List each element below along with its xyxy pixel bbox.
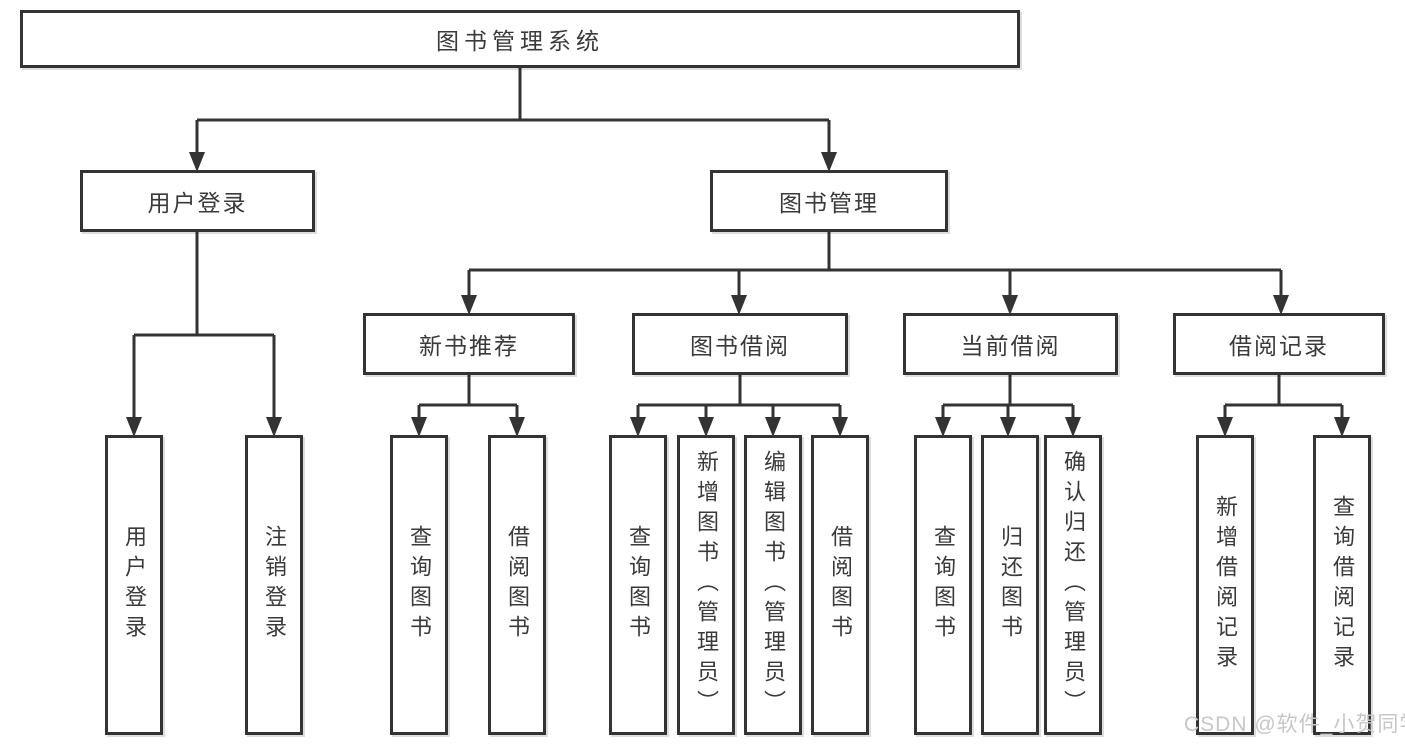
arrow-icon — [509, 417, 525, 437]
arrow-icon — [1000, 417, 1016, 437]
leaf-edit-books-admin: 编辑图书（管理员） — [744, 435, 802, 735]
leaf-return-books: 归还图书 — [981, 435, 1039, 735]
leaf-label: 查询图书 — [931, 525, 956, 645]
leaf-query-books-borrow: 查询图书 — [609, 435, 667, 735]
arrow-icon — [731, 295, 747, 315]
arrow-icon — [1065, 417, 1081, 437]
arrow-icon — [698, 417, 714, 437]
leaf-logout: 注销登录 — [245, 435, 303, 735]
leaf-label: 确认归还（管理员） — [1061, 450, 1086, 720]
node-user-login: 用户登录 — [80, 170, 315, 232]
leaf-label: 归还图书 — [998, 525, 1023, 645]
arrowheads — [126, 152, 1350, 437]
arrow-icon — [630, 417, 646, 437]
leaf-borrow-books: 借阅图书 — [811, 435, 869, 735]
arrow-icon — [189, 152, 205, 172]
leaf-query-books-current: 查询图书 — [914, 435, 972, 735]
leaf-borrow-books-recommend: 借阅图书 — [488, 435, 546, 735]
leaf-confirm-return-admin: 确认归还（管理员） — [1044, 435, 1102, 735]
arrow-icon — [765, 417, 781, 437]
leaf-label: 查询借阅记录 — [1330, 495, 1355, 675]
leaf-label: 注销登录 — [262, 525, 287, 645]
tree-edges — [132, 68, 1344, 419]
node-book-borrowing: 图书借阅 — [632, 313, 848, 375]
arrow-icon — [832, 417, 848, 437]
arrow-icon — [1273, 295, 1289, 315]
leaf-label: 查询图书 — [626, 525, 651, 645]
leaf-label: 新增借阅记录 — [1213, 495, 1238, 675]
watermark: CSDN @软件_小贺同学 — [1184, 713, 1405, 736]
leaf-user-login: 用户登录 — [105, 435, 163, 735]
leaf-query-borrow-record: 查询借阅记录 — [1313, 435, 1371, 735]
arrow-icon — [1334, 417, 1350, 437]
arrow-icon — [411, 417, 427, 437]
leaf-label: 查询图书 — [407, 525, 432, 645]
node-new-book-recommendation: 新书推荐 — [363, 313, 575, 375]
arrow-icon — [266, 417, 282, 437]
leaf-label: 用户登录 — [122, 525, 147, 645]
arrow-icon — [1002, 295, 1018, 315]
arrow-icon — [461, 295, 477, 315]
arrow-icon — [935, 417, 951, 437]
leaf-label: 新增图书（管理员） — [694, 450, 719, 720]
leaf-label: 借阅图书 — [505, 525, 530, 645]
leaf-add-books-admin: 新增图书（管理员） — [677, 435, 735, 735]
arrow-icon — [821, 152, 837, 172]
node-library-system: 图书管理系统 — [20, 10, 1020, 68]
node-borrowing-records: 借阅记录 — [1173, 313, 1385, 375]
leaf-add-borrow-record: 新增借阅记录 — [1196, 435, 1254, 735]
arrow-icon — [1217, 417, 1233, 437]
node-book-management: 图书管理 — [710, 170, 948, 232]
leaf-query-books-recommend: 查询图书 — [390, 435, 448, 735]
leaf-label: 编辑图书（管理员） — [761, 450, 786, 720]
arrow-icon — [126, 417, 142, 437]
leaf-label: 借阅图书 — [828, 525, 853, 645]
node-current-borrowing: 当前借阅 — [903, 313, 1118, 375]
